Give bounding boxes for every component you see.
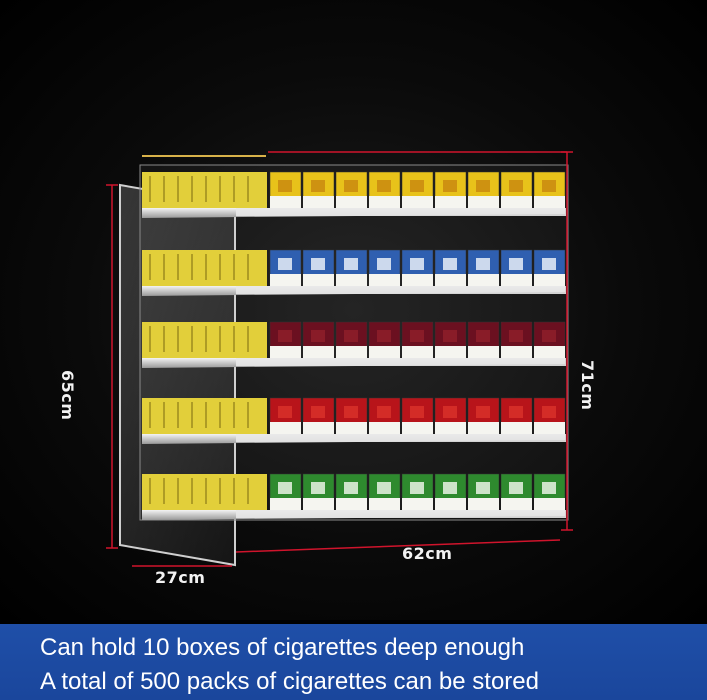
dimension-lines (106, 151, 573, 567)
side-pack-stack (142, 474, 267, 510)
side-pack-stack (142, 398, 267, 434)
depth-label: 27cm (155, 568, 206, 587)
caption-banner: Can hold 10 boxes of cigarettes deep eno… (0, 624, 707, 700)
side-pack-stack (142, 250, 267, 286)
caption-line-2: A total of 500 packs of cigarettes can b… (40, 668, 539, 695)
height-right-label: 71cm (578, 360, 597, 411)
shelves (142, 171, 566, 520)
product-photo: 65cm 71cm 62cm 27cm (0, 0, 707, 620)
height-left-label: 65cm (58, 370, 77, 421)
side-pack-stack (142, 322, 267, 358)
display-rack-illustration (106, 151, 573, 567)
side-pack-stack (142, 172, 267, 208)
caption-line-1: Can hold 10 boxes of cigarettes deep eno… (40, 634, 525, 661)
width-label: 62cm (402, 544, 453, 563)
